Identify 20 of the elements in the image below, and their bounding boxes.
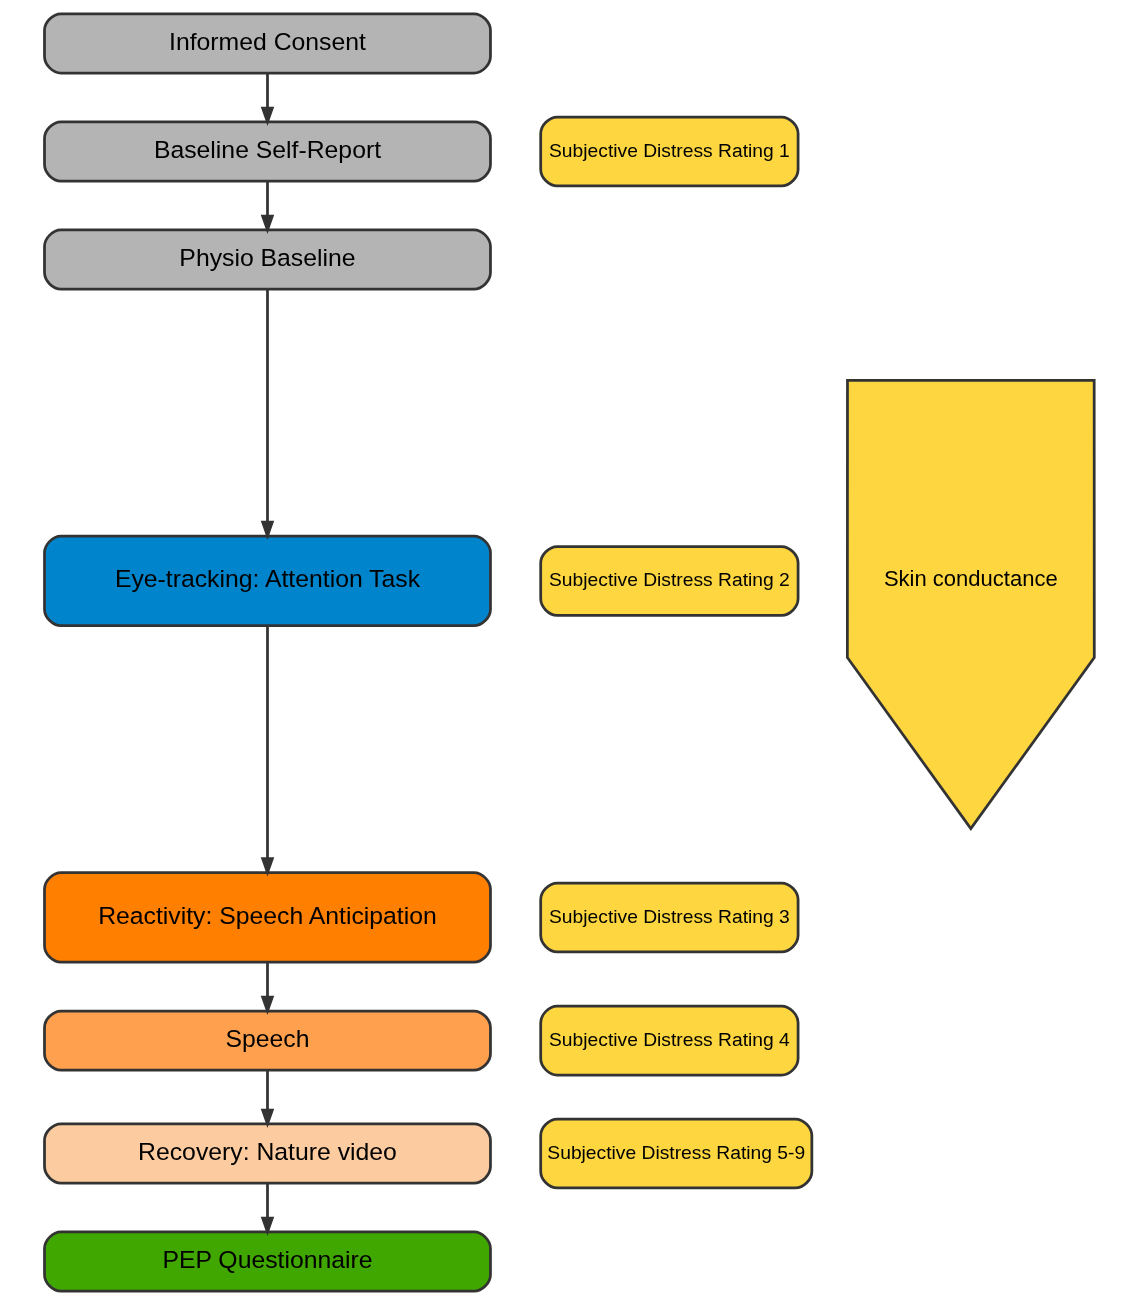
node-box: Subjective Distress Rating 1 <box>539 115 800 188</box>
node-box: Reactivity: Speech Anticipation <box>43 871 492 964</box>
arrow <box>260 1070 275 1129</box>
node-box: Speech <box>43 1009 492 1072</box>
node-box: Subjective Distress Rating 3 <box>539 881 800 954</box>
node-box: Recovery: Nature video <box>43 1122 492 1185</box>
node-box: Baseline Self-Report <box>43 120 492 183</box>
node-box: Subjective Distress Rating 4 <box>539 1004 800 1077</box>
node-box: PEP Questionnaire <box>43 1230 492 1293</box>
node-box: Informed Consent <box>43 12 492 75</box>
node-box: Eye-tracking: Attention Task <box>43 534 492 628</box>
node-box: Physio Baseline <box>43 228 492 291</box>
arrow <box>260 289 275 540</box>
arrow <box>260 1183 275 1237</box>
node-box: Subjective Distress Rating 5-9 <box>539 1117 814 1190</box>
arrow <box>260 181 275 235</box>
node-box: Subjective Distress Rating 2 <box>539 545 800 617</box>
arrow <box>260 625 275 877</box>
arrow <box>260 73 275 126</box>
arrow <box>260 962 275 1016</box>
